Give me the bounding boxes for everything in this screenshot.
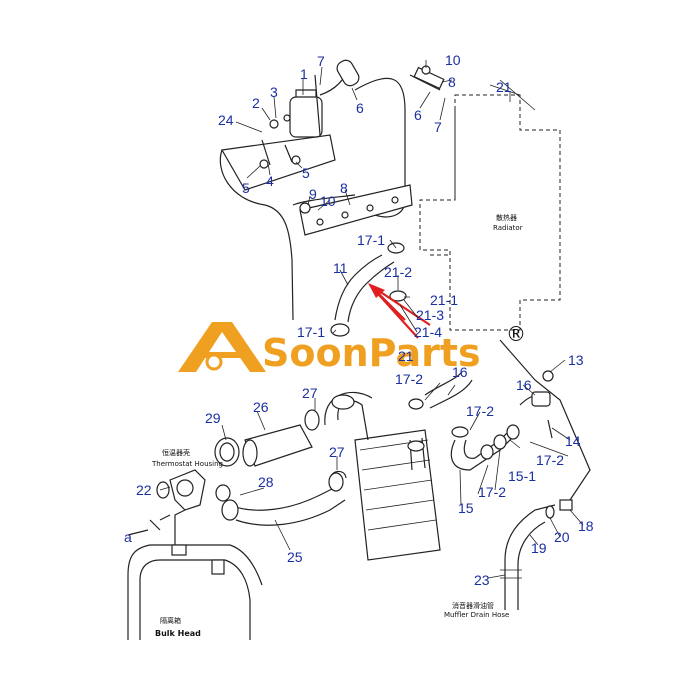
label-27-upper: 27 [302,385,318,401]
label-23: 23 [474,572,490,588]
label-17-2-a: 17-2 [395,371,423,387]
label-17-1-upper: 17-1 [357,232,385,248]
radiator-caption-cn: 散热器 [496,213,517,222]
label-14: 14 [565,433,581,449]
brand-logo: SoonParts ® [178,322,526,375]
label-6-left: 6 [356,100,364,116]
label-16-right: 16 [516,377,532,393]
label-29: 29 [205,410,221,426]
label-5-left: 5 [242,180,250,196]
label-18: 18 [578,518,594,534]
lower-hoses [214,409,346,526]
muffler-caption-en: Muffler Drain Hose [444,611,509,619]
bulkhead: 隔离箱 Bulk Head a [124,509,263,640]
label-20: 20 [554,529,570,545]
label-24: 24 [218,112,234,128]
hose-11 [330,242,407,337]
label-17-2-c: 17-2 [536,452,564,468]
label-4: 4 [266,173,274,189]
label-1: 1 [300,66,308,82]
aftercooler-core [324,391,441,561]
part-labels: 1 2 3 4 5 5 6 6 7 7 8 8 9 10 10 11 13 14… [136,52,594,588]
label-21-4: 21-4 [414,324,442,340]
muffler-caption-cn: 消音器滑油管 [452,601,494,610]
thermostat-caption-en: Thermostat Housing [151,460,223,468]
label-5-right: 5 [302,165,310,181]
label-21-lower: 21 [398,348,414,364]
label-11: 11 [333,260,348,276]
label-2: 2 [252,95,260,111]
label-27-lower: 27 [329,444,345,460]
leader-lines [159,60,584,579]
label-15-1: 15-1 [508,468,536,484]
label-8-upper: 8 [448,74,456,90]
label-25: 25 [287,549,303,565]
label-21-3: 21-3 [416,307,444,323]
radiator: 散热器 Radiator [419,79,561,331]
thermostat-housing: 恒温器壳 Thermostat Housing [151,448,223,511]
upper-hoses [264,65,445,321]
label-17-1-lower: 17-1 [297,324,325,340]
label-10-lower: 10 [320,193,336,209]
hose-16 [408,339,591,501]
thermostat-caption-cn: 恒温器壳 [162,448,190,457]
label-16-left: 16 [452,364,468,380]
label-28: 28 [258,474,274,490]
label-21-top: 21 [496,79,512,95]
label-19: 19 [531,540,547,556]
label-7-left: 7 [317,53,325,69]
view-marker-a: a [124,529,132,545]
label-26: 26 [253,399,269,415]
registered-mark: ® [506,322,526,346]
label-22: 22 [136,482,152,498]
pipe-15 [450,424,520,471]
label-15: 15 [458,500,474,516]
bulkhead-caption-cn: 隔离箱 [160,616,181,625]
label-10-upper: 10 [445,52,461,68]
label-17-2-b: 17-2 [466,403,494,419]
label-21-2: 21-2 [384,264,412,280]
muffler-drain-hose: 消音器滑油管 Muffler Drain Hose [444,499,573,619]
mounting-plate [299,184,413,236]
label-21-1: 21-1 [430,292,458,308]
label-6-right: 6 [414,107,422,123]
reserve-tank-assembly [219,59,360,206]
label-9: 9 [309,186,317,202]
radiator-caption-en: Radiator [493,224,523,232]
brand-name: SoonParts [262,331,481,375]
label-3: 3 [270,84,278,100]
label-17-2-d: 17-2 [478,484,506,500]
label-8-lower: 8 [340,180,348,196]
label-7-right: 7 [434,119,442,135]
label-13: 13 [568,352,584,368]
bulkhead-caption-en: Bulk Head [155,629,201,638]
